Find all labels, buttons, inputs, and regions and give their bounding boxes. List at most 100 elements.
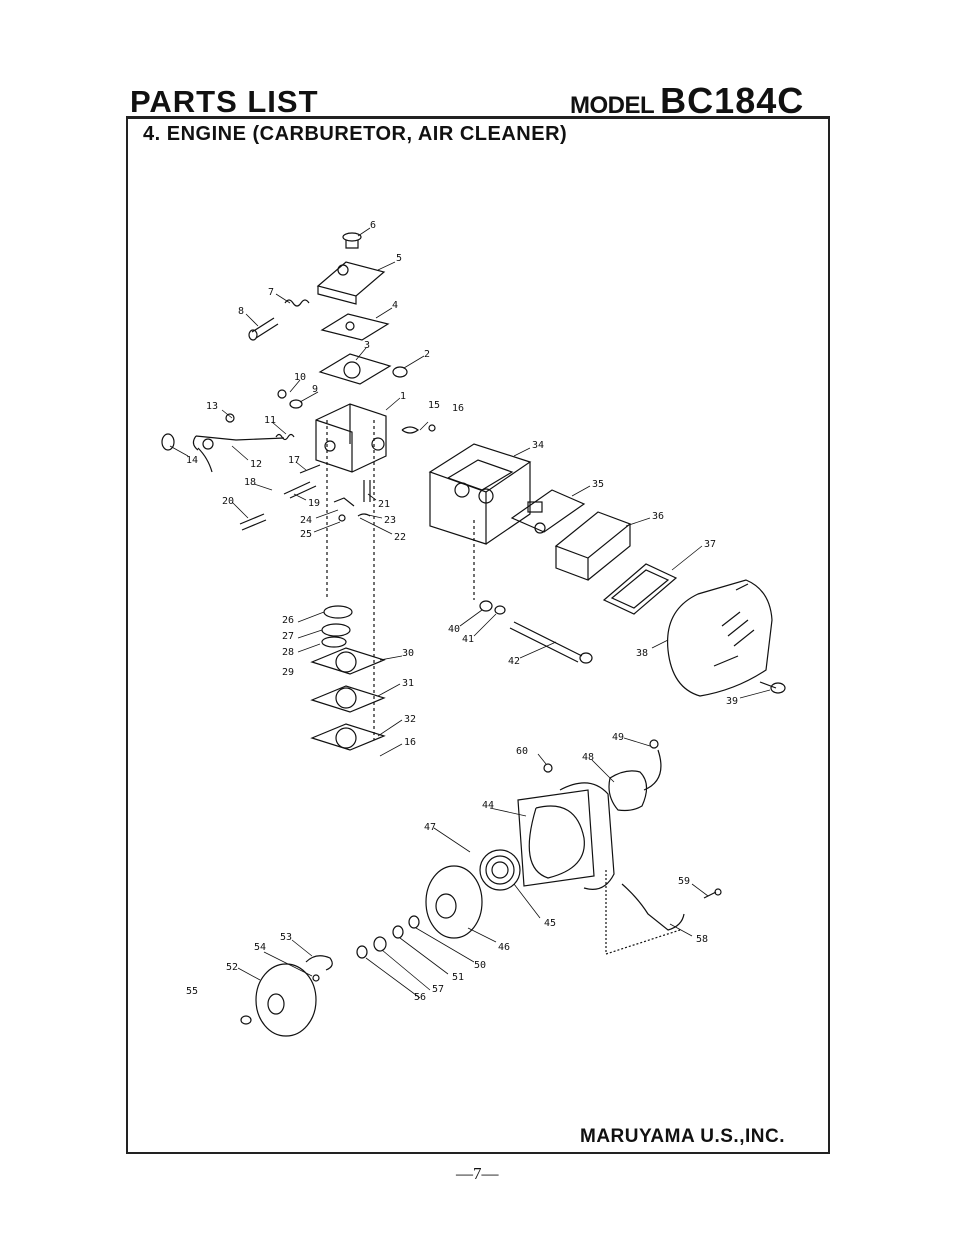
part-label-38: 38: [636, 648, 648, 659]
part-label-18: 18: [244, 477, 256, 488]
part-label-59: 59: [678, 876, 690, 887]
part-drawing-4-gasket: [320, 313, 390, 341]
part-drawing-53-54-pawl: [305, 955, 333, 982]
part-drawing-8-screw: [248, 317, 279, 341]
part-drawing-48-starter-handle: [608, 770, 648, 812]
part-label-30: 30: [402, 648, 414, 659]
part-label-26: 26: [282, 615, 294, 626]
part-label-23: 23: [384, 515, 396, 526]
part-drawing-2-plug: [392, 366, 408, 378]
part-label-6: 6: [370, 220, 376, 231]
part-label-39: 39: [726, 696, 738, 707]
part-drawing-17-19-screws: [283, 464, 321, 499]
part-drawing-1-carburetor-body: [315, 403, 387, 473]
part-label-12: 12: [250, 459, 262, 470]
part-label-28: 28: [282, 647, 294, 658]
part-label-58: 58: [696, 934, 708, 945]
part-label-14: 14: [186, 455, 198, 466]
part-label-16-lower: 16: [404, 737, 416, 748]
part-drawing-30-gasket: [310, 647, 386, 675]
part-label-20: 20: [222, 496, 234, 507]
part-drawing-49-rope: [643, 739, 662, 791]
part-label-53: 53: [280, 932, 292, 943]
part-label-35: 35: [592, 479, 604, 490]
part-drawing-36-filter-element: [554, 511, 632, 581]
part-label-5: 5: [396, 253, 402, 264]
part-label-27: 27: [282, 631, 294, 642]
part-drawing-59-screw: [703, 888, 722, 899]
part-drawing-16-screw: [428, 424, 436, 432]
part-drawing-37-frame-gasket: [602, 563, 678, 615]
part-label-3: 3: [364, 340, 370, 351]
part-label-16: 16: [452, 403, 464, 414]
part-drawing-46-reel: [425, 865, 483, 939]
part-label-45: 45: [544, 918, 556, 929]
part-label-7: 7: [268, 287, 274, 298]
part-label-56: 56: [414, 992, 426, 1003]
part-label-15: 15: [428, 400, 440, 411]
part-drawing-15-clip: [401, 426, 420, 434]
part-drawing-11-spring: [275, 433, 295, 441]
part-label-17: 17: [288, 455, 300, 466]
part-drawing-20-screw: [239, 513, 267, 531]
part-drawing-7-spring: [284, 299, 310, 307]
model-code: BC184C: [660, 80, 805, 121]
part-drawing-35-gasket: [510, 489, 586, 534]
part-drawing-6-screw: [342, 232, 362, 249]
part-label-10: 10: [294, 372, 306, 383]
part-label-25: 25: [300, 529, 312, 540]
part-drawing-31-diaphragm: [310, 685, 386, 713]
page-title: PARTS LIST: [130, 84, 319, 119]
part-label-60: 60: [516, 746, 528, 757]
part-drawing-60-screw: [543, 763, 553, 773]
part-drawing-3-diaphragm: [318, 353, 392, 385]
part-label-11: 11: [264, 415, 276, 426]
part-drawing-38-air-cleaner-cover: [666, 579, 773, 697]
part-drawing-40-41-washers: [479, 600, 506, 615]
part-drawing-39-knob-screw: [759, 681, 786, 694]
part-label-52: 52: [226, 962, 238, 973]
diagram-frame: [126, 116, 830, 1154]
part-label-31: 31: [402, 678, 414, 689]
part-label-48: 48: [582, 752, 594, 763]
part-drawing-26-28-pump-parts: [321, 605, 353, 648]
part-label-8: 8: [238, 306, 244, 317]
part-label-9: 9: [312, 384, 318, 395]
part-label-34: 34: [532, 440, 544, 451]
part-label-13: 13: [206, 401, 218, 412]
diagram-drawing: [161, 232, 786, 1037]
part-drawing-13-14-throttle-lever: [161, 413, 285, 473]
part-label-4: 4: [392, 300, 398, 311]
part-number-labels: 6 5 7 8 4 2 3 10 9 1 15 16 13 11 14 12 1…: [186, 220, 738, 1003]
part-label-29: 29: [282, 667, 294, 678]
part-drawing-52-55-pulley: [240, 963, 317, 1037]
part-drawing-9-washer: [289, 399, 303, 409]
part-drawing-32-cover: [310, 723, 386, 751]
part-label-21: 21: [378, 499, 390, 510]
part-label-19: 19: [308, 498, 320, 509]
part-label-51: 51: [452, 972, 464, 983]
part-drawing-44-starter-case: [517, 782, 615, 890]
part-label-49: 49: [612, 732, 624, 743]
part-label-2: 2: [424, 349, 430, 360]
part-label-55: 55: [186, 986, 198, 997]
part-drawing-5-cover: [316, 261, 386, 305]
part-label-57: 57: [432, 984, 444, 995]
leader-lines: [169, 227, 771, 999]
part-label-40: 40: [448, 624, 460, 635]
part-drawing-50-57-washers: [356, 915, 420, 959]
part-label-42: 42: [508, 656, 520, 667]
part-label-32: 32: [404, 714, 416, 725]
part-label-1: 1: [400, 391, 406, 402]
part-label-24: 24: [300, 515, 312, 526]
part-label-54: 54: [254, 942, 266, 953]
part-drawing-45-spring: [479, 849, 521, 891]
part-drawing-10-screw: [277, 389, 287, 399]
page-number: —7—: [456, 1164, 499, 1183]
part-drawing-58-guide: [621, 883, 685, 931]
part-drawing-42-bolt: [509, 621, 593, 664]
part-label-44: 44: [482, 800, 494, 811]
part-label-46: 46: [498, 942, 510, 953]
part-label-41: 41: [462, 634, 474, 645]
